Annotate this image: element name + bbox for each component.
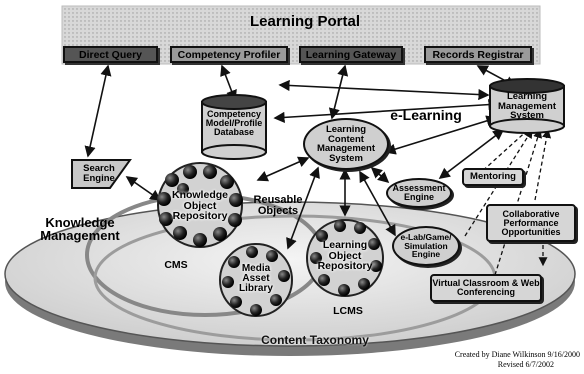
learning-repo-label: Learning Object Repository (317, 239, 373, 272)
lcms-small-label: LCMS (333, 305, 363, 317)
credit-revised: Revised 6/7/2002 (497, 360, 554, 369)
competency-db-label: Competency Model/Profile Database (205, 109, 263, 137)
search-engine-shape (71, 159, 132, 189)
e-learning-label: e-Learning (390, 107, 462, 123)
lms-label: Learning Management System (497, 91, 557, 121)
portal-title: Learning Portal (249, 13, 361, 30)
credit-created: Created by Diane Wilkinson 9/16/2000 (454, 350, 580, 359)
reusable-objects-label: Reusable Objects (253, 194, 303, 217)
simulation-engine-node: e-Lab/Game/ Simulation Engine (392, 226, 460, 266)
cms-label: CMS (164, 259, 188, 271)
tab-learning-gateway: Learning Gateway (299, 46, 403, 63)
collaborative-node: Collaborative Performance Opportunities (486, 204, 576, 242)
assessment-engine-node: Assessment Engine (386, 178, 452, 208)
virtual-classroom-node: Virtual Classroom & Web Conferencing (430, 274, 542, 302)
content-taxonomy-label: Content Taxonomy (261, 333, 369, 347)
competency-db-cylinder (201, 94, 267, 160)
lcms-node: Learning Content Management System (303, 118, 389, 170)
tab-direct-query: Direct Query (63, 46, 158, 63)
tab-records-registrar: Records Registrar (424, 46, 532, 63)
knowledge-repo-label: Knowledge Object Repository (171, 189, 228, 222)
search-engine-label: Search Engine (83, 163, 115, 184)
lms-cylinder (489, 78, 565, 134)
media-library-label: Media Asset Library (239, 263, 273, 294)
tab-competency-profiler: Competency Profiler (170, 46, 288, 63)
knowledge-management-label: Knowledge Management (40, 215, 120, 243)
mentoring-node: Mentoring (462, 168, 524, 186)
